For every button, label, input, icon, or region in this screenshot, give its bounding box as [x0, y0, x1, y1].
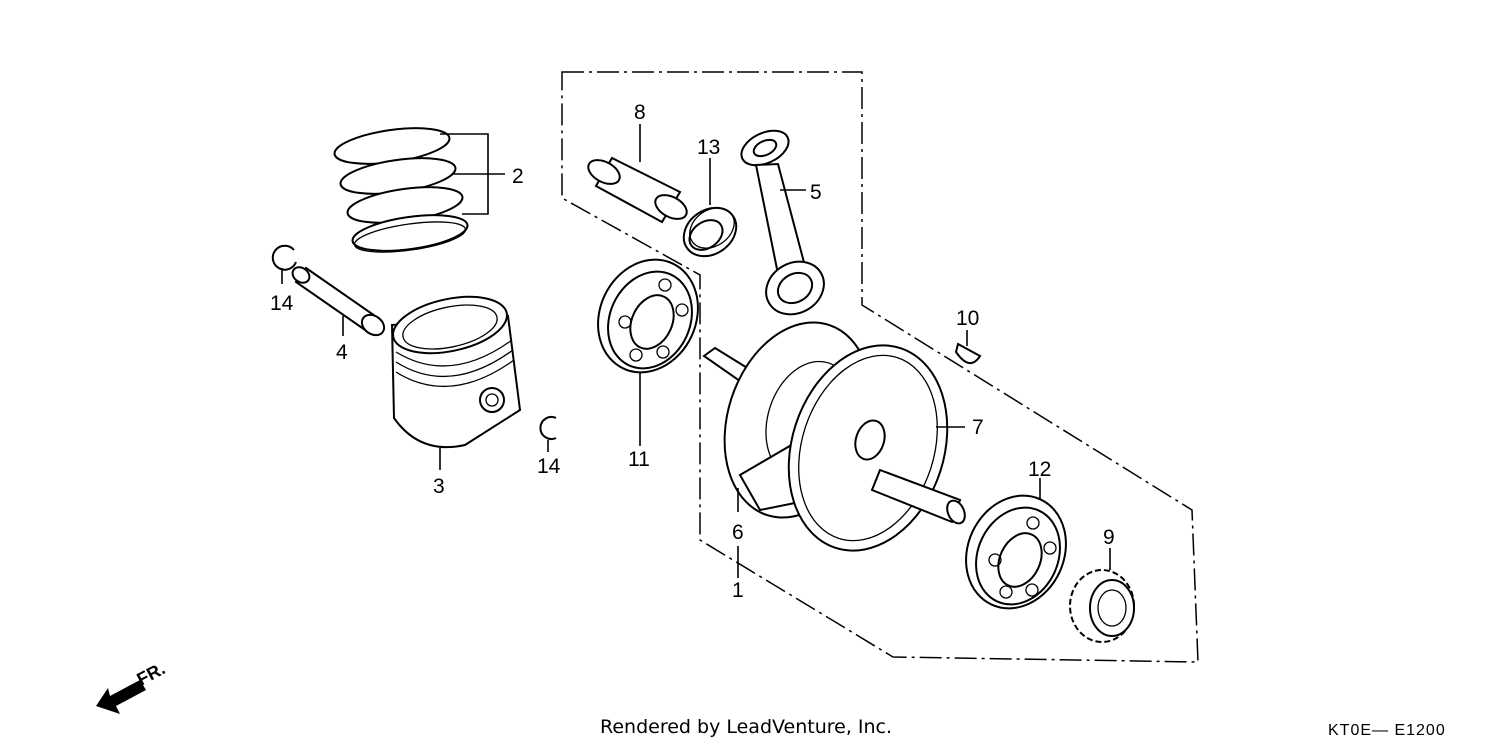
callout-2: 2 — [512, 165, 524, 188]
credit-text: Rendered by LeadVenture, Inc. — [600, 716, 893, 738]
callout-8: 8 — [634, 101, 646, 124]
connecting-rod — [740, 129, 825, 316]
crank-pin — [587, 156, 688, 224]
crankshaft — [702, 321, 966, 552]
pin-clip-left — [271, 244, 297, 271]
callout-7: 7 — [972, 416, 984, 439]
callout-11: 11 — [628, 448, 650, 471]
callout-5: 5 — [810, 181, 822, 204]
piston-rings — [333, 127, 469, 253]
front-arrow-icon — [96, 680, 146, 714]
assembly-boundary — [561, 71, 1199, 663]
callout-14-right: 14 — [537, 455, 561, 478]
pin-clip-right — [539, 416, 557, 440]
diagram-code: KT0E— E1200 — [1328, 722, 1446, 739]
callout-6: 6 — [732, 521, 744, 544]
piston-pin — [291, 266, 386, 337]
woodruff-key — [954, 342, 982, 364]
callout-4: 4 — [336, 341, 348, 364]
needle-bearing — [682, 206, 738, 258]
callout-12: 12 — [1028, 458, 1051, 481]
callout-14-left: 14 — [270, 292, 294, 315]
ball-bearing-left — [597, 258, 699, 374]
callout-10: 10 — [956, 307, 979, 330]
callout-3: 3 — [433, 475, 445, 498]
callout-13: 13 — [697, 136, 720, 159]
piston — [390, 295, 522, 449]
callout-1: 1 — [732, 579, 744, 602]
timing-sprocket — [1069, 569, 1135, 643]
ball-bearing-right — [965, 494, 1067, 610]
callout-9: 9 — [1103, 526, 1115, 549]
